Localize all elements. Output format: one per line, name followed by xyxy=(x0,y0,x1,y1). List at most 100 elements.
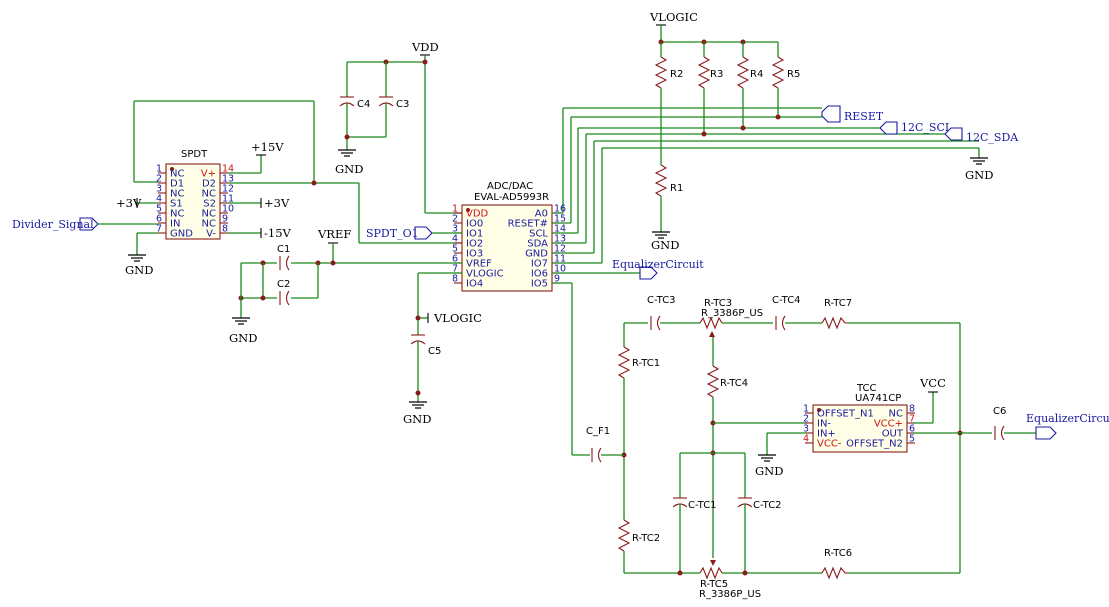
dac-left-pin-num: 3 xyxy=(452,224,458,235)
dac-right-pin-name: SDA xyxy=(527,239,548,250)
i2c-sda-net-label: 12C_SDA xyxy=(966,131,1019,144)
dac-right-pin-num: 15 xyxy=(554,214,566,225)
dac-right-pin-name: IO6 xyxy=(531,269,548,280)
rtc5-label: R-TC5 xyxy=(700,579,728,590)
equalizer-section: C-TC3 R-TC3 R_3386P_US C-TC4 R-TC7 R-TC1… xyxy=(572,295,1109,600)
opamp-right-pin-name: OFFSET_N2 xyxy=(846,439,903,450)
spdt-left-pin-num: 4 xyxy=(156,194,162,205)
rtc1-label: R-TC1 xyxy=(632,358,660,369)
r5-resistor xyxy=(771,56,785,89)
dac-right-pin-name: GND xyxy=(525,249,548,260)
c5-label: C5 xyxy=(428,346,441,357)
reset-flag-icon xyxy=(821,105,841,123)
equalizer-top-flag-icon xyxy=(639,266,658,280)
rtc6-label: R-TC6 xyxy=(824,548,852,559)
reset-net-label: RESET xyxy=(844,110,884,123)
r4-resistor xyxy=(736,56,750,89)
rtc7-resistor xyxy=(821,316,848,330)
spdt-o1-net-label: SPDT_O1 xyxy=(366,227,419,240)
opamp-gnd-label: GND xyxy=(755,464,783,478)
ctc1-label: C-TC1 xyxy=(688,500,717,511)
dac-left-pin-num: 7 xyxy=(452,264,458,275)
spdt-right-pin-name: S2 xyxy=(203,199,216,210)
dac-left-pin-name: IO3 xyxy=(466,249,483,260)
rtc5-pot xyxy=(699,566,723,580)
divider-signal-flag-icon xyxy=(79,217,99,231)
p3v-left-label: +3V xyxy=(116,196,142,210)
spdt-left-pin-name: D1 xyxy=(170,179,184,190)
dac-right-pin-name: IO5 xyxy=(531,279,548,290)
ctc3-label: C-TC3 xyxy=(647,295,676,306)
opamp-left-pin-num: 1 xyxy=(803,404,809,415)
spdt-right-pin-num: 14 xyxy=(222,164,234,175)
spdt-title: SPDT xyxy=(181,149,208,160)
bus-gnd-label: GND xyxy=(965,168,993,182)
spdt-right-pin-num: 10 xyxy=(222,204,234,215)
opamp-left-pin-name: VCC- xyxy=(817,439,842,450)
opamp-left-pin-num: 4 xyxy=(803,434,809,445)
dac-left-pin-name: IO1 xyxy=(466,229,483,240)
dac-left-pin-name: IO4 xyxy=(466,279,483,290)
dac-right-pin-name: SCL xyxy=(529,229,548,240)
rtc4-label: R-TC4 xyxy=(720,378,748,389)
spdt-left-pin-num: 7 xyxy=(156,224,162,235)
r1-gnd-label: GND xyxy=(651,238,679,252)
equalizer-right-net-label: EqualizerCircuit xyxy=(1026,412,1109,425)
opamp-right-pin-num: 7 xyxy=(909,414,915,425)
spdt-left-pin-num: 2 xyxy=(156,174,162,185)
opamp-title-2: UA741CP xyxy=(855,393,901,404)
opamp-left-pin-num: 2 xyxy=(803,414,809,425)
dac-left-pin-num: 8 xyxy=(452,274,458,285)
p3v-right-label: +3V xyxy=(264,196,290,210)
opamp-right-pin-name: VCC+ xyxy=(874,419,903,430)
vref-label: VREF xyxy=(317,227,351,241)
rtc5-part-label: R_3386P_US xyxy=(699,589,761,600)
vdd-label: VDD xyxy=(411,40,439,54)
spdt-right-pin-name: V- xyxy=(206,229,216,240)
dac-title-2: EVAL-AD5993R xyxy=(474,192,549,203)
dac-right-pin-num: 10 xyxy=(554,264,566,275)
spdt-right-pin-name: D2 xyxy=(202,179,216,190)
c6-label: C6 xyxy=(993,406,1006,417)
spdt-left-pin-name: S1 xyxy=(170,199,183,210)
opamp-right-pin-num: 5 xyxy=(909,434,915,445)
dac-right-pin-num: 12 xyxy=(554,244,566,255)
spdt-right-pin-num: 12 xyxy=(222,184,234,195)
opamp-left-pin-name: OFFSET_N1 xyxy=(817,409,874,420)
r1-resistor xyxy=(654,164,668,197)
vcc-label: VCC xyxy=(919,376,946,390)
opamp-right-pin-name: NC xyxy=(889,409,903,420)
dac-right-pin-num: 14 xyxy=(554,224,566,235)
dac-right-pin-num: 13 xyxy=(554,234,566,245)
dac-right-pin-name: IO7 xyxy=(531,259,548,270)
spdt-left-pin-name: NC xyxy=(170,189,184,200)
dac-right-pin-name: RESET# xyxy=(508,219,548,230)
dac-left-pin-num: 2 xyxy=(452,214,458,225)
spdt-right-pin-name: NC xyxy=(202,219,216,230)
r5-label: R5 xyxy=(787,69,800,80)
rtc7-label: R-TC7 xyxy=(824,298,852,309)
vlogic-top-label: VLOGIC xyxy=(649,10,698,24)
vref-gnd-label: GND xyxy=(229,331,257,345)
dac-right-pin-num: 16 xyxy=(554,204,566,215)
spdt-right-pin-name: V+ xyxy=(201,169,216,180)
vlogic-gnd-label: GND xyxy=(403,412,431,426)
dac-right-pin-num: 9 xyxy=(554,274,560,285)
rtc3-pot xyxy=(699,316,723,330)
ctc4-label: C-TC4 xyxy=(772,295,801,306)
r1-label: R1 xyxy=(670,183,683,194)
p15v-label: +15V xyxy=(251,140,284,154)
dac-title-1: ADC/DAC xyxy=(487,181,533,192)
rtc3-part-label: R_3386P_US xyxy=(701,308,763,319)
vlogic-pullup-network: VLOGIC R2 R3 R4 R5 R1 GND xyxy=(562,10,1019,263)
spdt-left-pin-name: IN xyxy=(170,219,180,230)
cf1-label: C_F1 xyxy=(586,426,610,437)
equalizer-top-net-label: EqualizerCircuit xyxy=(612,258,704,271)
spdt-left-pin-num: 3 xyxy=(156,184,162,195)
i2c-scl-net-label: 12C_SCL xyxy=(901,121,953,134)
dac-left-pin-name: IO0 xyxy=(466,219,483,230)
spdt-right-pin-name: NC xyxy=(202,189,216,200)
c1-label: C1 xyxy=(277,244,290,255)
